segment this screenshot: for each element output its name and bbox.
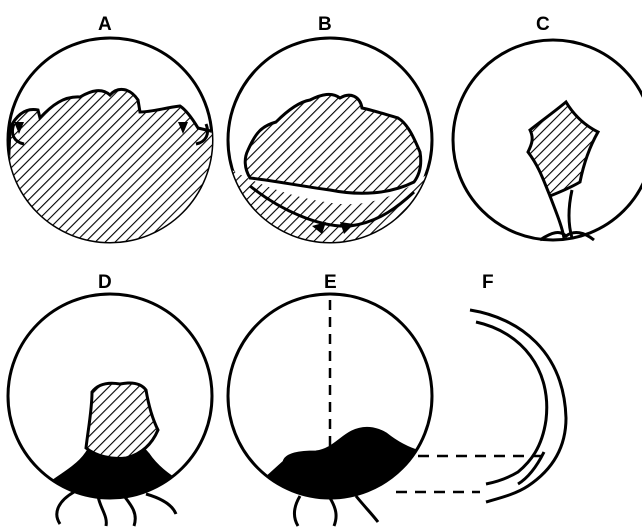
panel-f-inner-arc xyxy=(476,322,547,484)
panel-a xyxy=(5,38,215,250)
panel-c xyxy=(453,40,642,240)
panel-a-hatched-region xyxy=(5,89,215,250)
panel-d-root-4 xyxy=(146,494,176,514)
panel-d-root-2 xyxy=(98,496,106,526)
panel-d-hatched-region xyxy=(86,383,158,459)
panel-d-root-3 xyxy=(124,496,135,526)
panel-e-root-3 xyxy=(356,496,378,522)
panel-e-root-1 xyxy=(294,496,300,526)
panel-f xyxy=(470,310,566,502)
panel-d-root-1 xyxy=(57,492,74,524)
panel-e-root-2 xyxy=(330,498,336,526)
panel-d xyxy=(8,294,212,526)
panel-b xyxy=(228,38,432,250)
